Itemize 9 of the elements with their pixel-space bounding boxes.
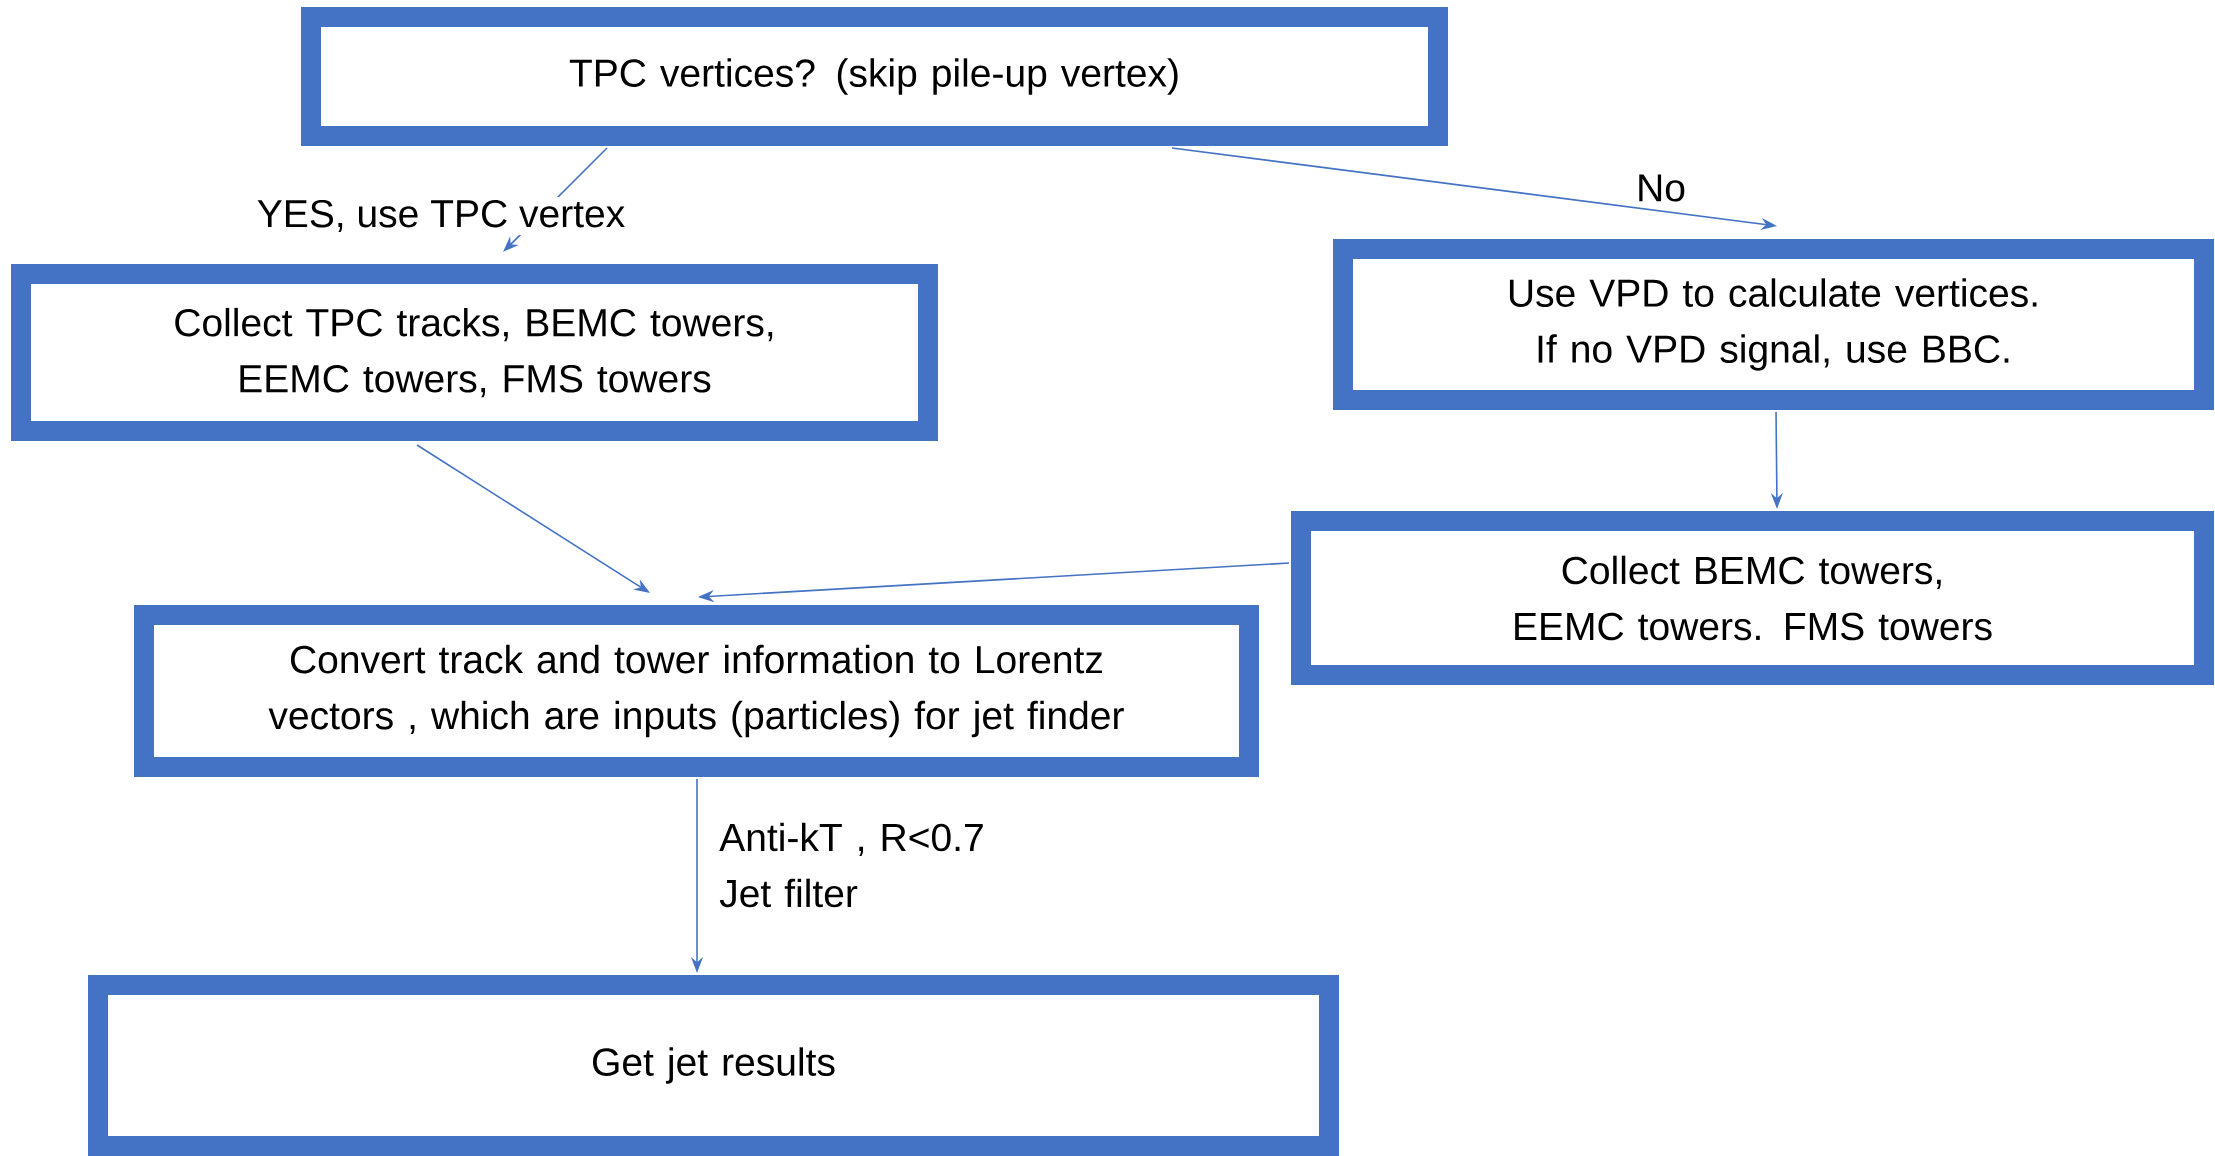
process-box: Use VPD to calculate vertices. If no VPD signal, use BBC.	[1333, 239, 2215, 410]
edge-label: Anti-kT , R<0.7 Jet filter	[716, 819, 1013, 911]
process-box: Collect BEMC towers, EEMC towers. FMS towers	[1291, 511, 2215, 685]
process-box: Collect TPC tracks, BEMC towers, EEMC towers, FMS towers	[11, 264, 938, 441]
edge-label: No	[1633, 171, 1689, 205]
process-box: Convert track and tower information to Lorentz vectors , which are inputs (particles) for jet finder	[134, 605, 1259, 777]
process-box: TPC vertices? (skip pile-up vertex)	[301, 7, 1448, 146]
edge-label: YES, use TPC vertex	[253, 196, 629, 236]
process-box: Get jet results	[88, 975, 1339, 1156]
